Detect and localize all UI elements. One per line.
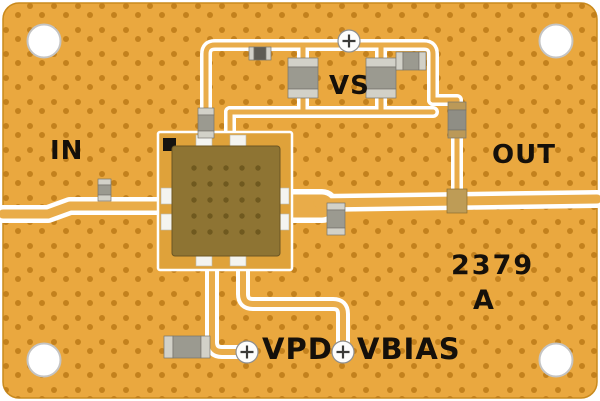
smd-body (326, 209, 346, 229)
label-revision: A (473, 285, 494, 316)
label-output: OUT (492, 140, 556, 170)
cross-mark-icon (240, 345, 254, 359)
smd-body (172, 335, 202, 359)
smd-terminal (163, 335, 174, 359)
smd-capacitor-vs3 (395, 51, 427, 71)
smd-terminal (447, 129, 467, 139)
smd-terminal (326, 227, 346, 236)
mounting-hole-bottom-right (538, 342, 574, 378)
smd-terminal (265, 46, 272, 61)
smd-terminal (200, 335, 211, 359)
smd-terminal (395, 51, 404, 71)
smd-terminal (418, 51, 427, 71)
smd-body (365, 66, 397, 90)
smd-terminal (197, 130, 215, 139)
label-supply: VS (329, 71, 370, 101)
smd-body (197, 114, 215, 132)
test-point-vpd (235, 340, 259, 364)
label-bias: VBIAS (357, 332, 461, 366)
smd-terminal (97, 194, 112, 202)
cross-mark-icon (336, 345, 350, 359)
smd-resistor-left (97, 178, 112, 202)
label-board-number: 2379 (451, 250, 535, 281)
smd-capacitor-vs1 (287, 57, 319, 99)
smd-body (447, 109, 467, 131)
smd-terminal (287, 88, 319, 99)
cross-mark-icon (342, 34, 356, 48)
test-point-vs (337, 29, 361, 53)
smd-terminal (97, 178, 112, 186)
smd-terminal (365, 88, 397, 99)
mounting-hole-bottom-left (26, 342, 62, 378)
smd-terminal (326, 202, 346, 211)
smd-capacitor-bias-right (447, 101, 467, 139)
smd-body (253, 46, 267, 61)
test-point-vbias (331, 340, 355, 364)
smd-terminal (248, 46, 255, 61)
smd-terminal (365, 57, 397, 68)
smd-body (402, 51, 420, 71)
label-input: IN (50, 136, 84, 166)
mounting-hole-top-right (538, 23, 574, 59)
smd-body (97, 184, 112, 196)
label-power-detector: VPD (262, 332, 333, 366)
smd-terminal (287, 57, 319, 68)
ic-via-grid (191, 165, 261, 235)
mounting-hole-top-left (26, 23, 62, 59)
ic-chip (156, 130, 294, 272)
smd-component-top-small (248, 46, 272, 61)
tan-pad-output-junction (446, 188, 468, 214)
smd-capacitor-vpd (163, 335, 211, 359)
smd-capacitor-vs2 (365, 57, 397, 99)
smd-capacitor-mid (326, 202, 346, 236)
smd-terminal (447, 101, 467, 111)
smd-resistor-topleft (197, 107, 215, 139)
smd-terminal (197, 107, 215, 116)
smd-body (287, 66, 319, 90)
